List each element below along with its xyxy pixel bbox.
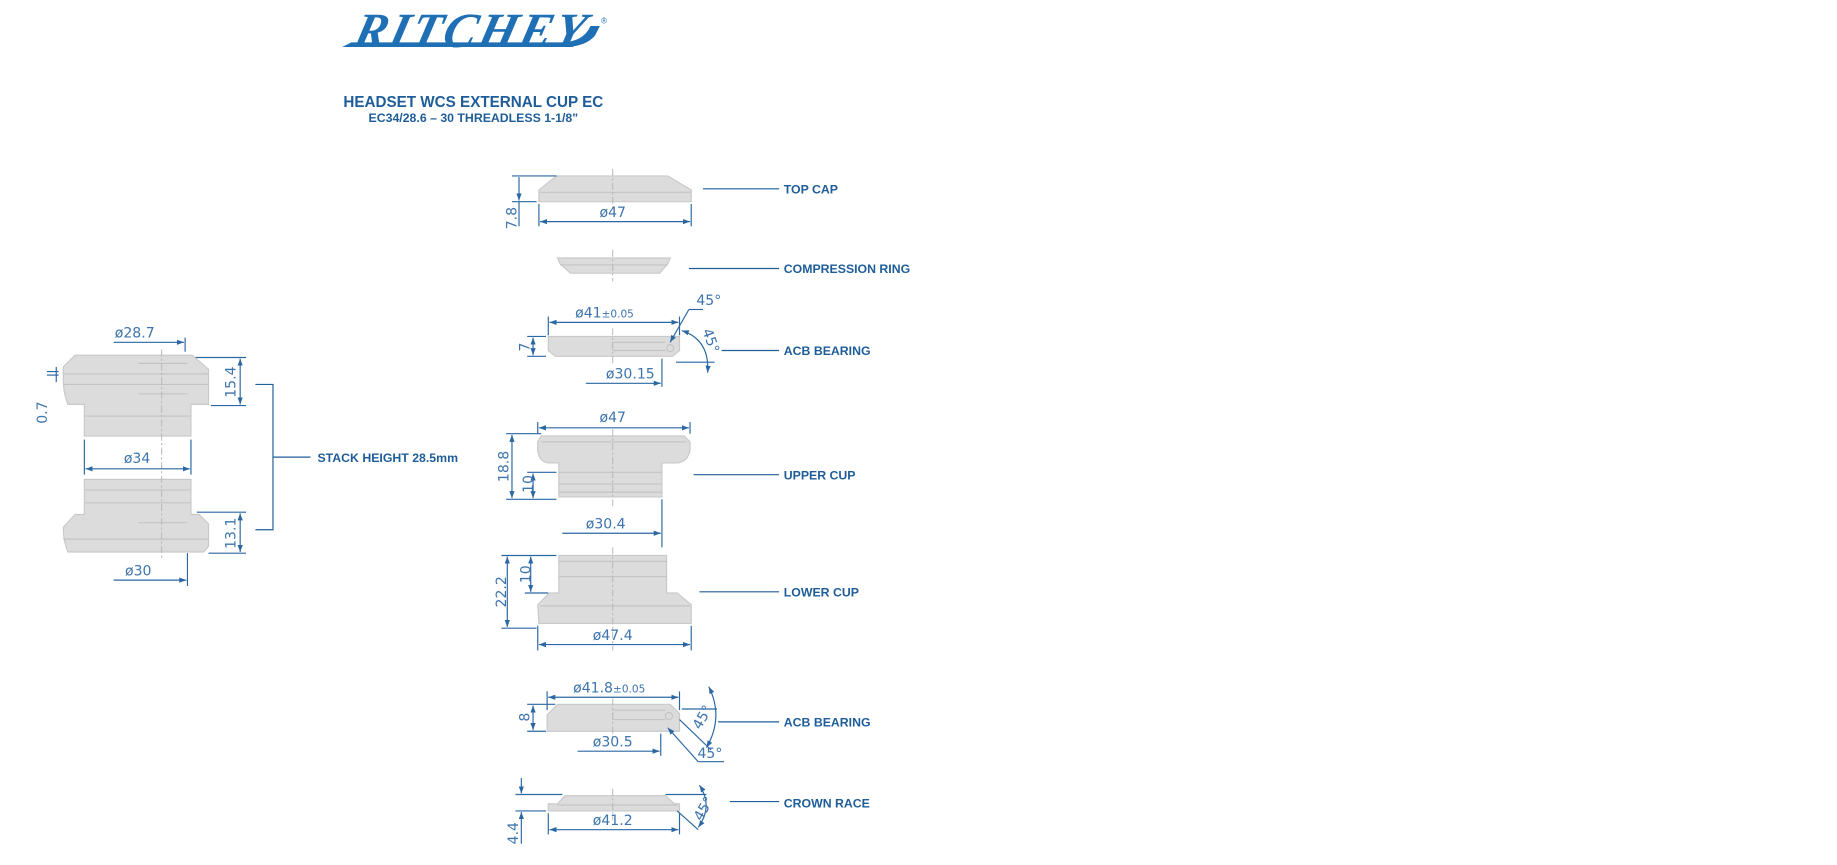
- part-top-cap: 7.8 ø47 TOP CAP: [505, 168, 838, 229]
- assembled-headset: ø28.7 0.7 15.4 ø34 13.1 ø30 STACK HEIGHT…: [35, 326, 458, 586]
- page-title: HEADSET WCS EXTERNAL CUP EC: [343, 94, 603, 111]
- part-label: LOWER CUP: [784, 586, 859, 600]
- dimension-label: ø30: [125, 563, 151, 579]
- dimension-label: 10: [519, 565, 535, 583]
- part-label: COMPRESSION RING: [784, 262, 910, 276]
- dimension-label: ø41: [575, 306, 601, 322]
- part-crown-race: 4.4 ø41.2 45° CROWN RACE: [506, 778, 870, 844]
- part-acb-bearing-lower: ø41.8±0.05 8 ø30.5 45° 45° ACB BEARING: [518, 681, 871, 763]
- dimension-label: 45°: [698, 746, 723, 762]
- dimension-label: ø41.8: [573, 681, 613, 697]
- dimension-label: ø47.4: [593, 628, 633, 644]
- part-label: UPPER CUP: [784, 468, 856, 482]
- dimension-label: 4.4: [506, 822, 522, 844]
- dimension-label: 8: [518, 713, 534, 722]
- dimension-label: 0.7: [35, 401, 51, 423]
- dimension-label: ø41.2: [593, 813, 633, 829]
- svg-text:ø41±0.05: ø41±0.05: [575, 306, 634, 322]
- dimension-label: 22.2: [494, 576, 510, 607]
- page-subtitle: EC34/28.6 – 30 THREADLESS 1-1/8": [369, 111, 579, 125]
- part-lower-cup: 22.2 10 ø47.4 LOWER CUP: [494, 547, 859, 651]
- dimension-label: 10: [521, 475, 537, 493]
- dimension-label: 45°: [696, 293, 721, 309]
- part-compression-ring: COMPRESSION RING: [556, 249, 910, 282]
- part-label: ACB BEARING: [784, 344, 871, 358]
- dimension-label: ø28.7: [115, 326, 155, 342]
- dimension-label: ø47: [599, 205, 625, 221]
- dimension-label: RITCHEY: [348, 3, 597, 58]
- part-label: TOP CAP: [784, 183, 838, 197]
- dimension-label: 7: [518, 343, 534, 352]
- dimension-label: 45°: [698, 326, 722, 355]
- dimension-label: 7.8: [505, 207, 521, 229]
- dimension-label: ø30.4: [586, 517, 626, 533]
- part-label: ACB BEARING: [784, 716, 871, 730]
- dimension-label: 45°: [690, 703, 716, 733]
- dimension-label: ø34: [124, 451, 151, 467]
- part-upper-cup: ø47 18.8 10 ø30.4 UPPER CUP: [496, 410, 856, 548]
- dimension-label: 15.4: [223, 366, 239, 397]
- dimension-label: ø47: [599, 410, 625, 426]
- dimension-label: ®: [601, 17, 607, 26]
- part-label: CROWN RACE: [784, 796, 870, 810]
- dimension-label: ø30.5: [593, 734, 633, 750]
- dimension-label: ±0.05: [602, 309, 634, 321]
- ritchey-logo: RITCHEY ®: [342, 3, 607, 58]
- dimension-label: ±0.05: [613, 684, 645, 696]
- dimension-label: ø30.15: [606, 367, 655, 383]
- part-acb-bearing-upper: ø41±0.05 7 ø30.15 45° 45° ACB BEARING: [518, 293, 871, 387]
- stack-height-label: STACK HEIGHT 28.5mm: [317, 451, 458, 465]
- svg-text:ø41.8±0.05: ø41.8±0.05: [573, 681, 645, 697]
- dimension-label: 18.8: [496, 451, 512, 482]
- dimension-label: 13.1: [223, 518, 239, 549]
- dimension-label: 45°: [691, 794, 717, 824]
